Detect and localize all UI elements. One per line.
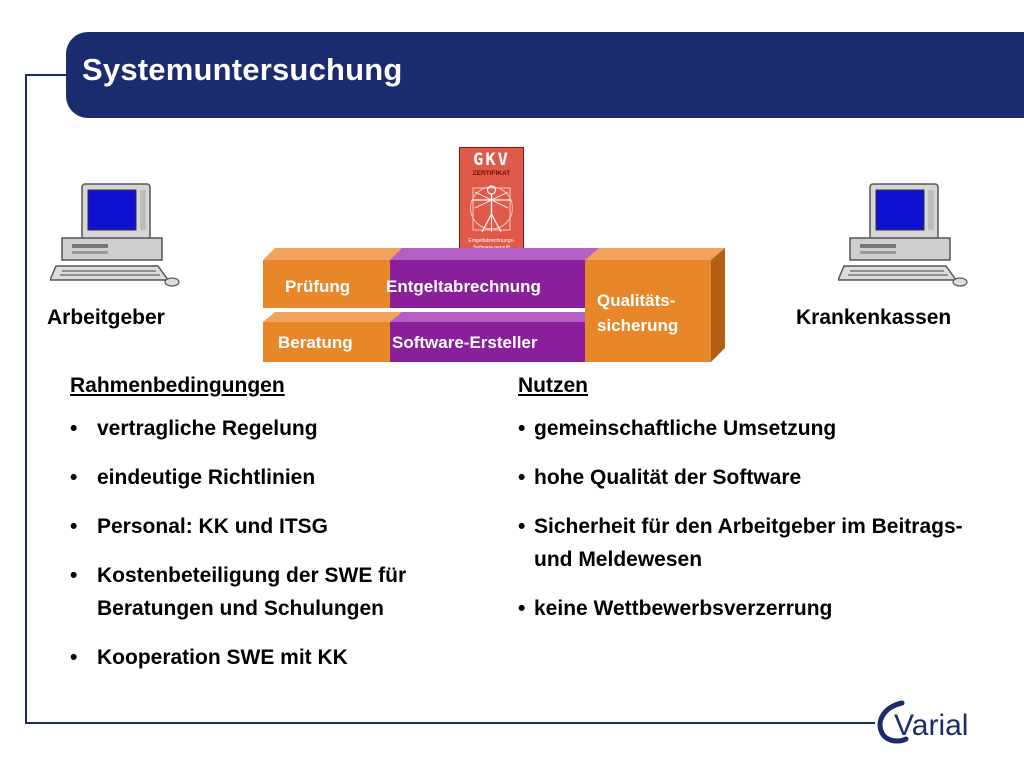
block-qualitaet	[585, 260, 711, 362]
block-beratung-top	[263, 312, 402, 322]
block-qualitaet-side	[711, 248, 725, 362]
frame-line-top	[25, 74, 70, 76]
gkv-certificate: GKV ZERTIFIKAT Entgeltabrechnungs- Softw…	[459, 147, 524, 259]
title-bar	[66, 32, 1024, 118]
list-item: gemeinschaftliche Umsetzung	[518, 412, 964, 445]
list-item: Personal: KK und ITSG	[70, 510, 442, 543]
rahmenbedingungen-heading: Rahmenbedingungen	[70, 374, 285, 397]
list-item: keine Wettbewerbsverzerrung	[518, 592, 964, 625]
block-label-software-ersteller: Software-Ersteller	[392, 333, 538, 352]
varial-logo: Varial	[877, 700, 968, 744]
block-beratung	[263, 322, 390, 362]
certificate-subtitle: ZERTIFIKAT	[472, 170, 511, 177]
slide-title: Systemuntersuchung	[82, 52, 403, 87]
block-entgeltabrechnung	[388, 260, 588, 308]
logo-text: Varial	[894, 709, 968, 742]
block-diagram	[263, 248, 725, 362]
desktop-computer-icon	[838, 183, 968, 287]
rahmenbedingungen-list: vertragliche Regelung eindeutige Richtli…	[70, 412, 442, 674]
block-pruefung	[263, 260, 390, 308]
certificate-title: GKV	[473, 150, 510, 170]
list-item: Kooperation SWE mit KK	[70, 641, 442, 674]
nutzen-section: Nutzen gemeinschaftliche Umsetzung hohe …	[518, 372, 964, 641]
desktop-computer-icon	[50, 183, 180, 287]
block-software-ersteller-top	[388, 312, 600, 322]
block-label-qualitaet-1: Qualitäts-	[597, 291, 676, 310]
list-item: eindeutige Richtlinien	[70, 461, 442, 494]
vitruvian-man-icon	[470, 185, 513, 233]
list-item: Kostenbeteiligung der SWE für Beratungen…	[70, 559, 442, 625]
list-item: hohe Qualität der Software	[518, 461, 964, 494]
frame-line-left	[25, 74, 27, 724]
block-label-beratung: Beratung	[278, 333, 353, 352]
block-qualitaet-top	[585, 248, 725, 260]
block-label-pruefung: Prüfung	[285, 277, 351, 296]
nutzen-list: gemeinschaftliche Umsetzung hohe Qualitä…	[518, 412, 964, 625]
rahmenbedingungen-section: Rahmenbedingungen vertragliche Regelung …	[70, 372, 442, 690]
label-arbeitgeber: Arbeitgeber	[47, 306, 165, 329]
block-pruefung-top	[263, 248, 402, 260]
frame-line-bottom	[25, 722, 875, 724]
block-label-entgeltabrechnung: Entgeltabrechnung	[386, 277, 541, 296]
block-entgeltabrechnung-top	[388, 248, 600, 260]
list-item: vertragliche Regelung	[70, 412, 442, 445]
label-krankenkassen: Krankenkassen	[796, 306, 952, 329]
block-software-ersteller	[388, 322, 588, 362]
block-label-qualitaet-2: sicherung	[597, 316, 679, 335]
nutzen-heading: Nutzen	[518, 374, 588, 397]
list-item: Sicherheit für den Arbeitgeber im Beitra…	[518, 510, 964, 576]
